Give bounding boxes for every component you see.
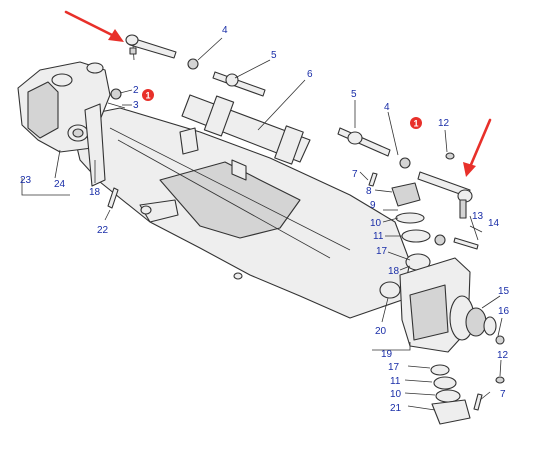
callout-14: 14 — [488, 218, 500, 229]
bolt-22 — [107, 187, 119, 209]
tie-rod-end-right — [337, 127, 391, 157]
callout-7a: 7 — [352, 169, 358, 180]
washer-10-upper — [395, 212, 425, 224]
right-red-arrow — [463, 118, 492, 177]
cap-21 — [431, 399, 471, 425]
right-kingpin-stack — [391, 182, 446, 271]
right-tie-rod-end — [417, 171, 473, 219]
right-steering-knuckle — [379, 257, 505, 353]
callout-labels: 4 5 6 2 3 23 24 18 22 5 4 12 7 8 9 10 11… — [20, 25, 510, 414]
bolt-7-lower — [473, 393, 483, 411]
callout-22: 22 — [97, 225, 109, 236]
callout-16: 16 — [498, 306, 510, 317]
badge-left: 1 — [142, 89, 154, 101]
badge-right: 1 — [410, 117, 422, 129]
nut-12-lower — [495, 376, 505, 384]
badge-left-label: 1 — [145, 91, 150, 101]
pin-8-plate-9 — [391, 182, 421, 207]
callout-8: 8 — [366, 186, 372, 197]
callout-2: 2 — [133, 85, 139, 96]
callout-12a: 12 — [438, 118, 450, 129]
callout-11b: 11 — [390, 376, 401, 387]
bolt-7-upper — [368, 172, 378, 187]
callout-20: 20 — [375, 326, 387, 337]
bearing-11-upper — [401, 229, 431, 243]
callout-9: 9 — [370, 200, 376, 211]
callout-21: 21 — [390, 403, 402, 414]
callout-7b: 7 — [500, 389, 506, 400]
badge-right-label: 1 — [413, 119, 418, 129]
callout-18b: 18 — [388, 266, 400, 277]
bearing-11-lower — [433, 376, 457, 390]
nut-2 — [110, 88, 122, 100]
left-hardware — [107, 88, 126, 209]
callout-24: 24 — [54, 179, 66, 190]
callout-4a: 4 — [222, 25, 228, 36]
callout-19: 19 — [381, 349, 393, 360]
callout-4b: 4 — [384, 102, 390, 113]
left-red-arrow — [64, 10, 124, 42]
callout-6: 6 — [307, 69, 313, 80]
left-tie-rod-end — [125, 34, 177, 61]
hub-15 — [465, 307, 487, 337]
callout-5a: 5 — [271, 50, 277, 61]
seal-17-lower — [430, 364, 450, 376]
tie-rod-assembly — [181, 58, 411, 169]
callout-12b: 12 — [497, 350, 509, 361]
callout-13: 13 — [472, 211, 484, 222]
lock-nut-left — [187, 58, 199, 70]
cotter-pin-3 — [107, 102, 126, 109]
bushing-20 — [379, 281, 401, 299]
lock-nut-right — [399, 157, 411, 169]
callout-10a: 10 — [370, 218, 382, 229]
callout-10b: 10 — [390, 389, 402, 400]
lower-kingpin-stack — [430, 364, 505, 425]
callout-3: 3 — [133, 100, 139, 111]
seal-16 — [495, 335, 505, 345]
bolt-14 — [453, 237, 479, 250]
left-steering-knuckle — [17, 61, 111, 187]
callout-23: 23 — [20, 175, 32, 186]
callout-17a: 17 — [376, 246, 388, 257]
callout-15: 15 — [498, 286, 510, 297]
callout-5b: 5 — [351, 89, 357, 100]
right-top-hardware — [368, 152, 479, 250]
callout-11a: 11 — [373, 231, 384, 242]
nut-12-upper — [445, 152, 455, 160]
axle-beam — [69, 107, 411, 319]
washer-10-lower — [435, 389, 461, 403]
callout-17b: 17 — [388, 362, 400, 373]
callout-18a: 18 — [89, 187, 101, 198]
leader-lines — [21, 37, 503, 411]
